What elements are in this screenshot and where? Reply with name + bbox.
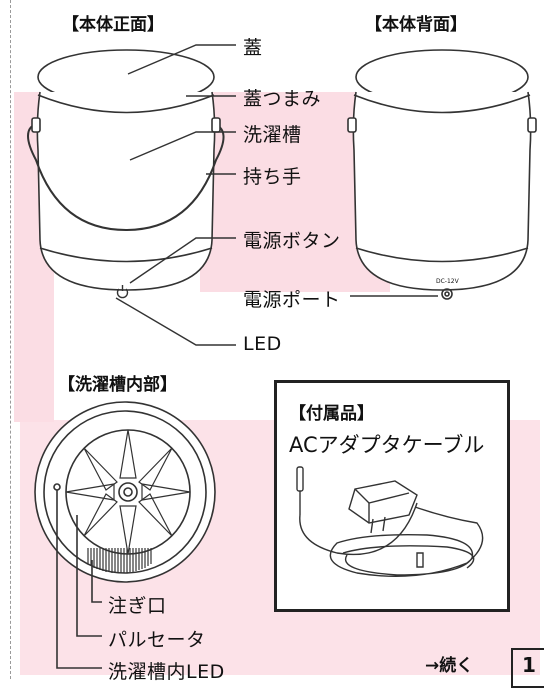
fold-guide-line xyxy=(10,0,11,679)
ac-adapter-cable-illustration xyxy=(296,466,484,578)
label-power-port: 電源ポート xyxy=(243,289,341,311)
heading-inside: 【洗濯槽内部】 xyxy=(58,375,177,395)
heading-back: 【本体背面】 xyxy=(365,15,467,35)
label-lid-knob: 蓋つまみ xyxy=(243,88,322,110)
label-lid: 蓋 xyxy=(243,37,263,59)
continue-indicator: →続く xyxy=(425,656,474,676)
accessories-box: 【付属品】 ACアダプタケーブル xyxy=(274,380,510,612)
heading-accessories: 【付属品】 xyxy=(289,404,374,424)
label-handle: 持ち手 xyxy=(243,166,302,188)
label-power-button: 電源ボタン xyxy=(243,230,341,252)
label-spout: 注ぎ口 xyxy=(108,595,167,617)
label-tub-led: 洗濯槽内LED xyxy=(108,661,225,683)
label-led: LED xyxy=(243,333,282,355)
page-number: 1 xyxy=(511,648,544,688)
heading-front: 【本体正面】 xyxy=(62,15,164,35)
label-wash-tub: 洗濯槽 xyxy=(243,124,302,146)
accessory-item: ACアダプタケーブル xyxy=(289,433,485,457)
port-marking: DC-12V xyxy=(436,278,459,285)
label-pulsator: パルセータ xyxy=(108,629,206,651)
